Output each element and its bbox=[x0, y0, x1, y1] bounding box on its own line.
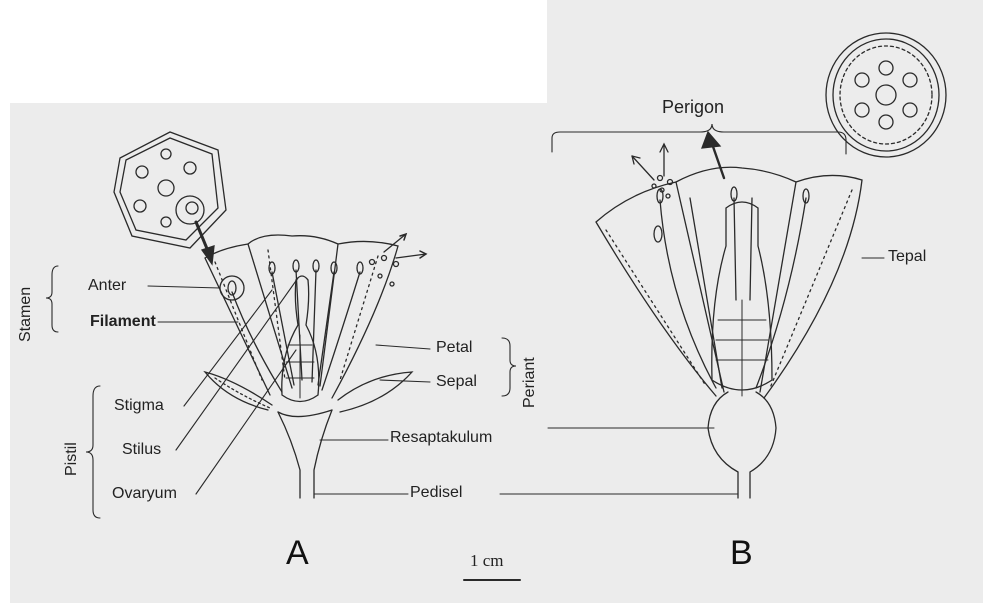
label-stamen-group: Stamen bbox=[18, 287, 34, 342]
label-sepal: Sepal bbox=[436, 374, 477, 390]
label-anther: Anter bbox=[88, 278, 126, 294]
label-pedicel: Pedisel bbox=[410, 485, 462, 501]
label-filament: Filament bbox=[90, 314, 156, 330]
label-tepal: Tepal bbox=[888, 249, 926, 265]
label-pistil-group: Pistil bbox=[64, 442, 80, 476]
label-ovary: Ovaryum bbox=[112, 486, 177, 502]
panel-b-background bbox=[547, 0, 983, 603]
panel-label-b: B bbox=[730, 536, 753, 570]
panel-label-a: A bbox=[286, 536, 309, 570]
label-style: Stilus bbox=[122, 442, 161, 458]
label-petal: Petal bbox=[436, 340, 472, 356]
label-perigon: Perigon bbox=[662, 98, 724, 116]
scale-bar-label: 1 cm bbox=[470, 552, 504, 569]
label-stigma: Stigma bbox=[114, 398, 164, 414]
label-receptacle: Resaptakulum bbox=[390, 430, 492, 446]
label-perianth-group: Periant bbox=[522, 357, 538, 408]
